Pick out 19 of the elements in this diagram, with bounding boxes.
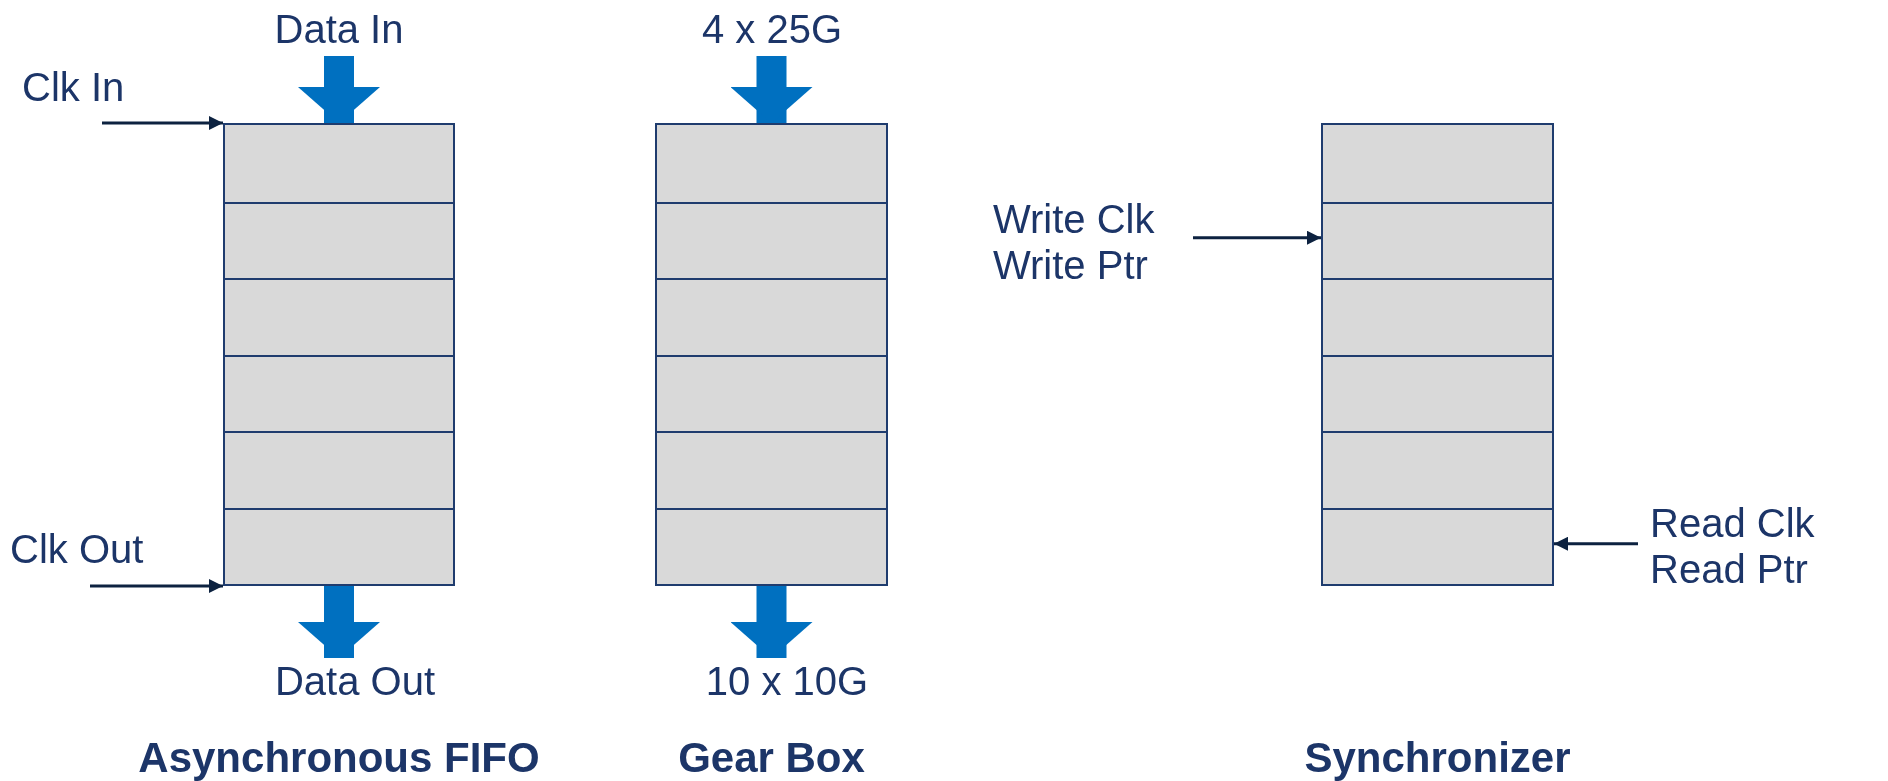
- signal-label: Clk Out: [10, 526, 210, 586]
- block-arrow: [298, 56, 380, 123]
- signal-label: 10 x 10G: [682, 658, 892, 708]
- signal-label: Write Clk Write Ptr: [993, 196, 1193, 292]
- arrow: [90, 579, 223, 593]
- block-arrow: [298, 586, 380, 658]
- arrow: [102, 116, 223, 130]
- stack-title: Synchronizer: [1304, 734, 1571, 781]
- signal-label: Read Clk Read Ptr: [1638, 500, 1886, 596]
- stack-title: Gear Box: [678, 734, 865, 781]
- signal-label: 4 x 25G: [682, 6, 862, 56]
- signal-label: Data Out: [250, 658, 460, 708]
- arrow: [1554, 536, 1638, 551]
- stack-title: Asynchronous FIFO: [138, 734, 540, 781]
- arrow: [1193, 230, 1321, 245]
- signal-label: Clk In: [22, 64, 222, 123]
- block-arrow: [730, 56, 813, 123]
- signal-label: Data In: [259, 6, 419, 56]
- block-arrow: [730, 586, 813, 658]
